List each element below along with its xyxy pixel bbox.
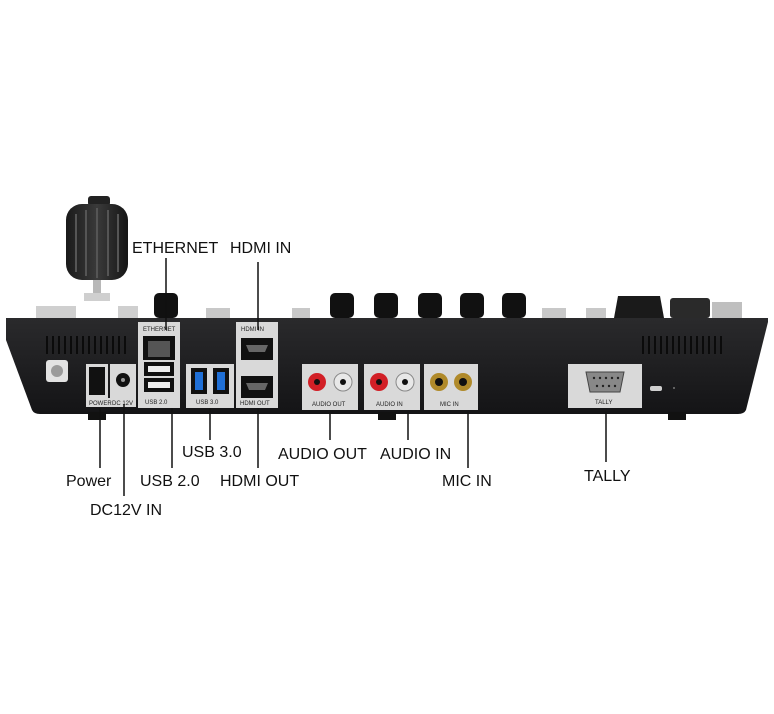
tally-panel-label: TALLY [595, 400, 612, 406]
mic-in-panel-label: MIC IN [440, 402, 459, 408]
power-port [86, 364, 108, 398]
joystick [66, 196, 128, 301]
callout-usb3: USB 3.0 [182, 444, 242, 461]
callout-tally: TALLY [584, 468, 631, 485]
usb-c-port [650, 386, 675, 391]
dc-port [110, 364, 136, 398]
usb3-panel-label: USB 3.0 [196, 400, 219, 406]
leader-lines [99, 258, 607, 496]
vent-left [46, 336, 126, 354]
hdmi-out-panel-label: HDMI OUT [240, 401, 270, 407]
dc-panel-label: DC 12V [112, 401, 133, 407]
audio-in-port [364, 364, 420, 410]
audio-out-panel-label: AUDIO OUT [312, 402, 346, 408]
callout-dc12v: DC12V IN [90, 502, 163, 519]
usb2-panel-label: USB 2.0 [145, 400, 168, 406]
callout-mic-in: MIC IN [442, 473, 492, 490]
power-panel-label: POWER [89, 401, 112, 407]
callout-ethernet: ETHERNET [132, 240, 219, 257]
audio-out-port [302, 364, 358, 410]
audio-in-panel-label: AUDIO IN [376, 402, 403, 408]
tally-port [568, 364, 642, 408]
hdmi-ports [236, 322, 278, 408]
lock-port [46, 360, 68, 382]
usb3-port [186, 364, 234, 408]
ethernet-panel-label: ETHERNET [143, 327, 176, 333]
callout-hdmi-out: HDMI OUT [220, 473, 300, 490]
hdmi-in-panel-label: HDMI IN [241, 327, 264, 333]
vent-right [642, 336, 722, 354]
callout-audio-in: AUDIO IN [380, 446, 452, 463]
ethernet-usb2-port [138, 322, 180, 408]
callout-power: Power [66, 473, 112, 490]
callout-usb2: USB 2.0 [140, 473, 200, 490]
callout-audio-out: AUDIO OUT [278, 446, 367, 463]
top-knobs [36, 293, 742, 318]
callout-hdmi-in: HDMI IN [230, 240, 292, 257]
mic-in-port [424, 364, 478, 410]
